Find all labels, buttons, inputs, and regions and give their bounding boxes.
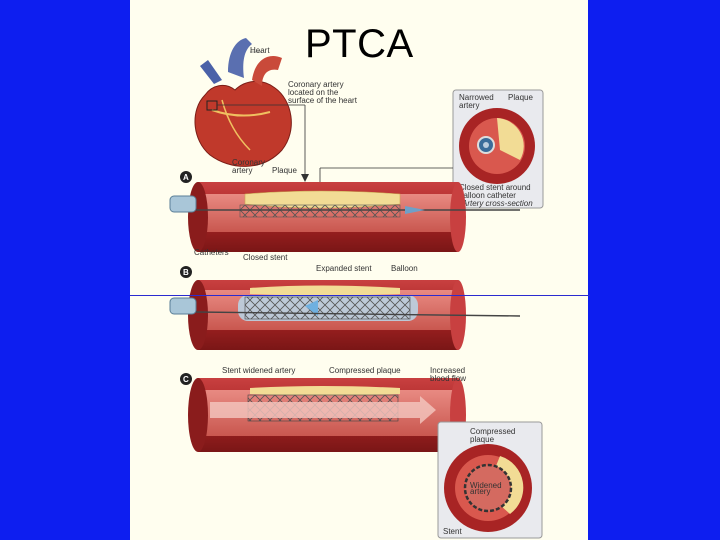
artery-step-b	[169, 280, 521, 350]
cross-section-caption: Artery cross-section	[461, 199, 533, 208]
compressed-plaque-cross-2: plaque	[470, 435, 495, 444]
closed-stent-label-1: Closed stent around	[459, 183, 531, 192]
step-a-badge	[180, 171, 192, 183]
step-b-badge	[180, 266, 192, 278]
divider-line	[130, 295, 590, 296]
widened-artery-cross-2: artery	[470, 487, 490, 496]
narrowed-artery-label: Narrowed	[459, 93, 494, 102]
narrowed-artery-label-2: artery	[459, 101, 479, 110]
heart-illustration	[194, 38, 309, 182]
slide-title: PTCA	[305, 22, 414, 66]
cross-section-panel-top	[319, 89, 544, 209]
coronary-artery-label-2: artery	[232, 166, 252, 175]
step-c-badge	[180, 373, 192, 385]
step-b-badge-label: B	[183, 268, 189, 277]
coronary-artery-label-1: Coronary	[232, 158, 265, 167]
artery-step-a	[169, 182, 520, 252]
plaque-cross-label: Plaque	[508, 93, 533, 102]
catheters-label: Catheters	[194, 248, 229, 257]
stent-widened-artery-label: Stent widened artery	[222, 366, 295, 375]
compressed-plaque-cross-1: Compressed	[470, 427, 515, 436]
closed-stent-label: Closed stent	[243, 253, 288, 262]
cross-section-panel-bottom	[437, 421, 543, 539]
widened-artery-cross-1: Widened	[470, 481, 502, 490]
step-c-badge-label: C	[183, 375, 189, 384]
heart-label: Heart	[250, 46, 270, 55]
compressed-plaque-label-c: Compressed plaque	[329, 366, 401, 375]
balloon-label: Balloon	[391, 264, 418, 273]
coronary-location-label-2: located on the	[288, 88, 339, 97]
plaque-label-a: Plaque	[272, 166, 297, 175]
step-a-badge-label: A	[183, 173, 189, 182]
artery-step-c	[188, 378, 466, 452]
coronary-location-label-3: surface of the heart	[288, 96, 358, 105]
expanded-stent-label: Expanded stent	[316, 264, 372, 273]
coronary-location-label-1: Coronary artery	[288, 80, 344, 89]
closed-stent-label-2: balloon catheter	[459, 191, 516, 200]
increased-blood-flow-label-2: blood flow	[430, 374, 466, 383]
increased-blood-flow-label-1: Increased	[430, 366, 465, 375]
stent-cross-label: Stent	[443, 527, 462, 536]
